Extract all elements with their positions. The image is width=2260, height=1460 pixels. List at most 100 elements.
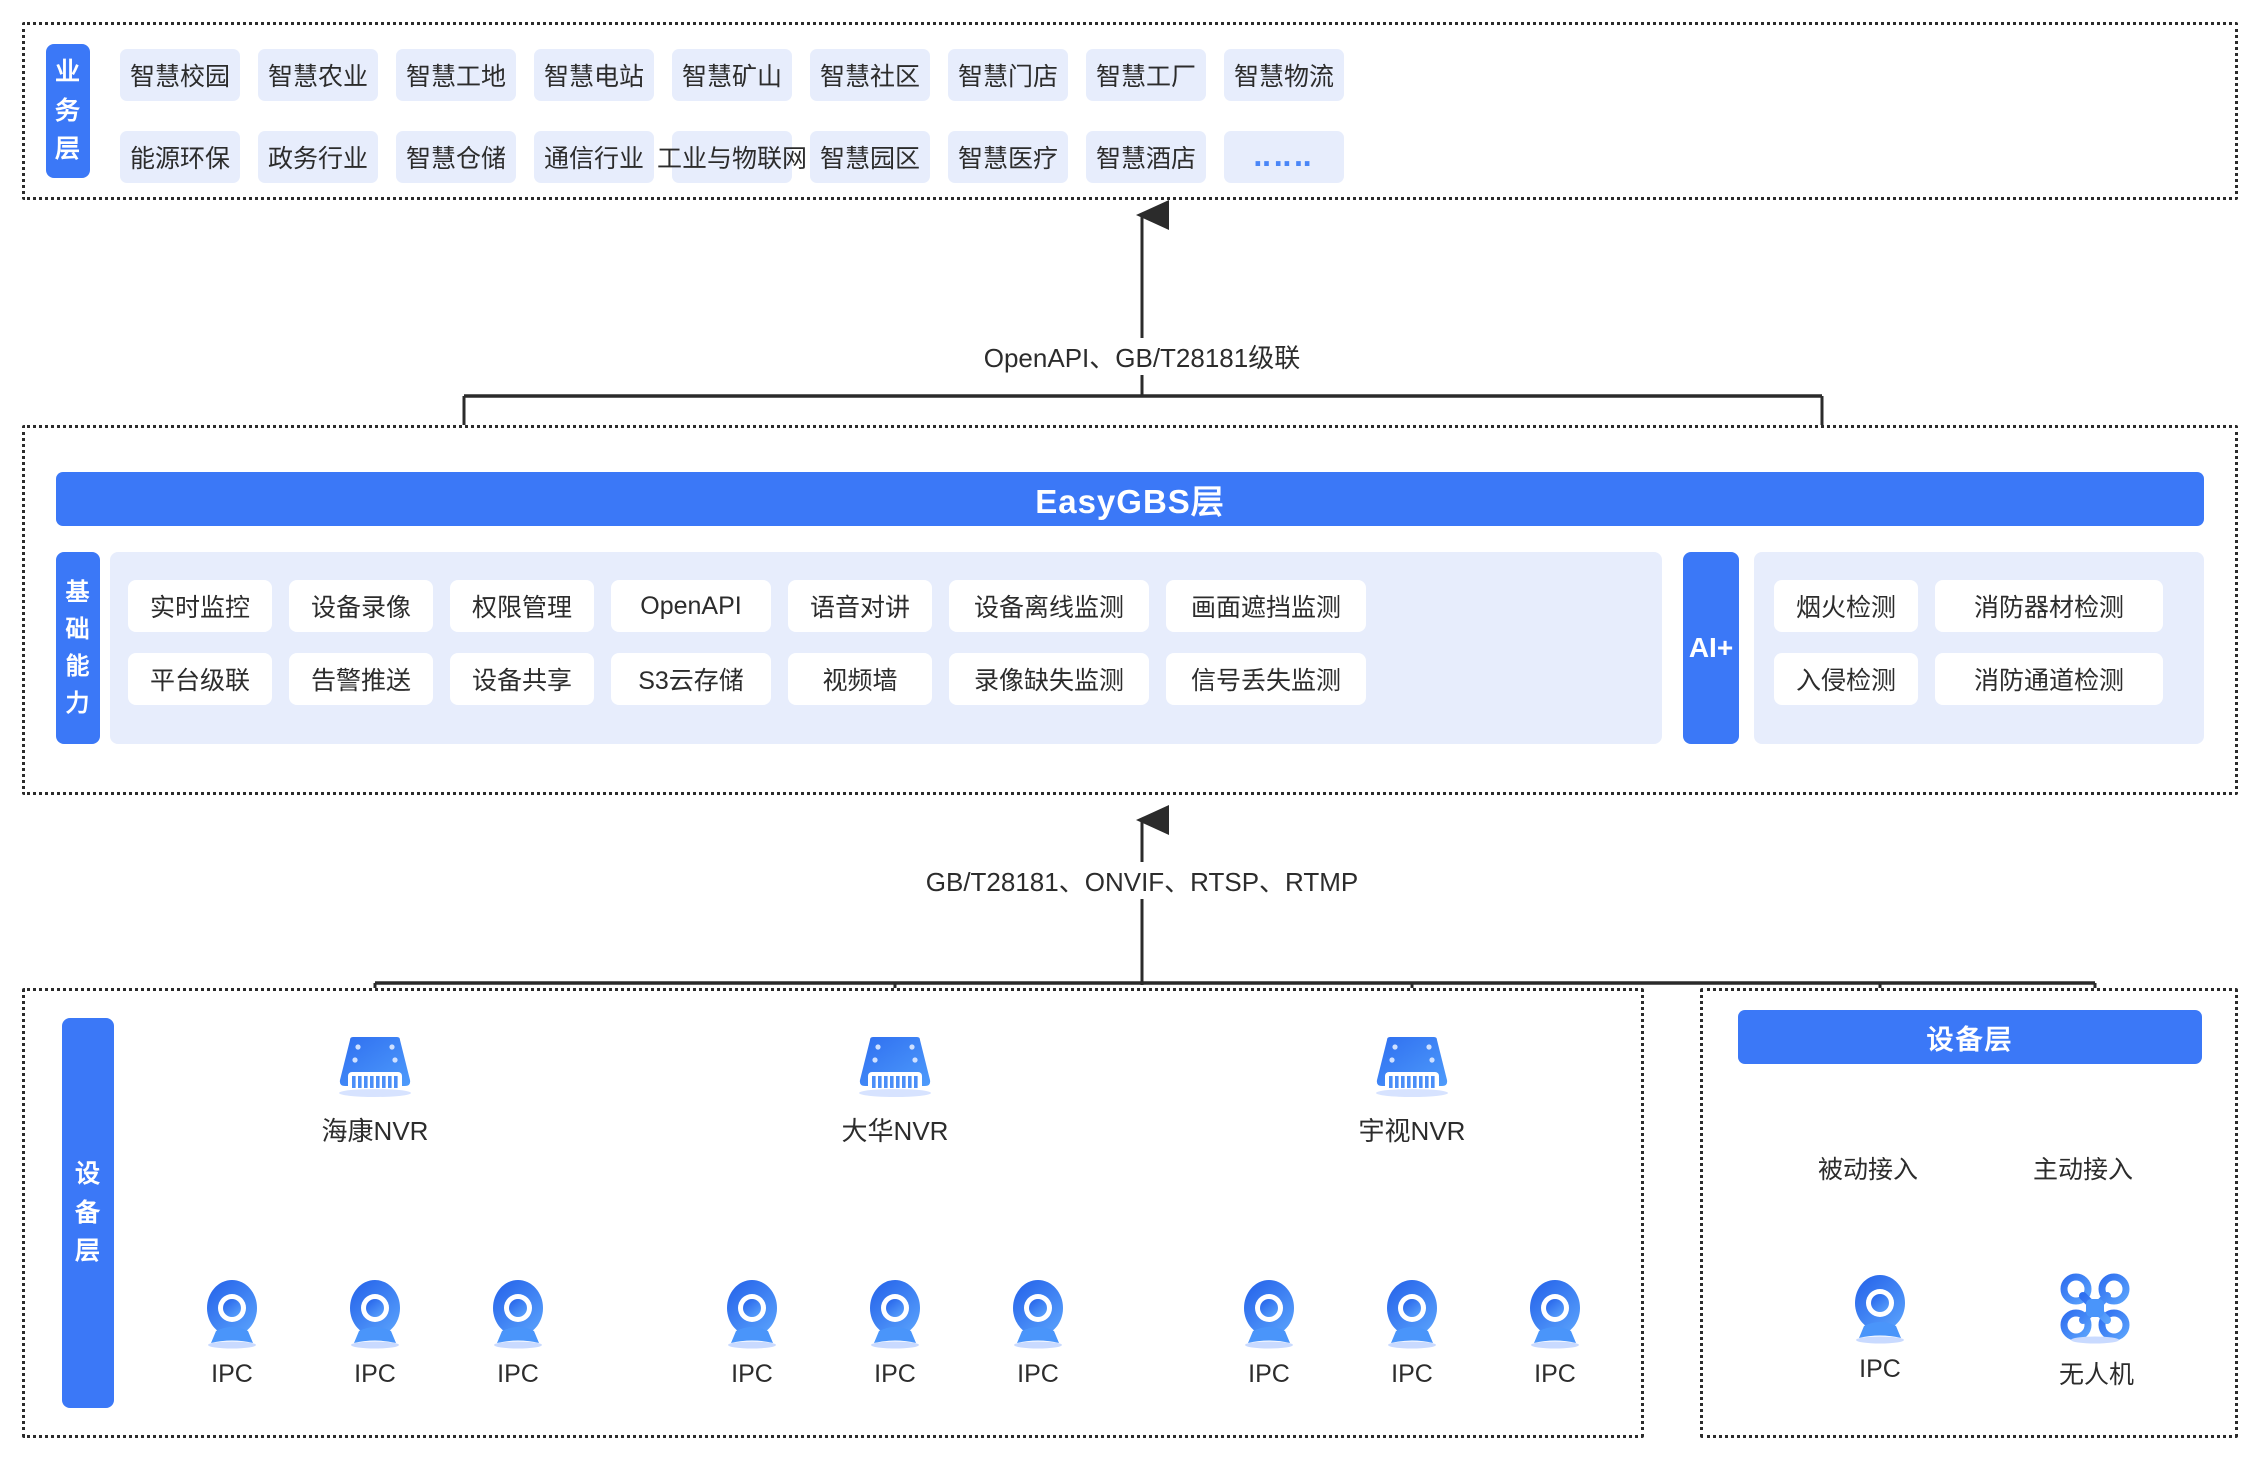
ai-plus-label: AI+ — [1688, 632, 1734, 663]
nvr-node[interactable]: 大华NVR — [835, 1036, 955, 1148]
platform-capability-label: 基 础 能 力 — [56, 552, 100, 744]
capability-tile[interactable]: 信号丢失监测 — [1166, 653, 1366, 705]
business-tile[interactable]: 智慧医疗 — [948, 131, 1068, 183]
device-layer-label-char: 层 — [74, 1237, 101, 1266]
ipc-label: IPC — [731, 1360, 773, 1388]
passive-access-label: 被动接入 — [1808, 1150, 1929, 1186]
ipc-node[interactable]: IPC — [482, 1277, 554, 1389]
ai-capability-tile[interactable]: 消防器材检测 — [1935, 580, 2163, 632]
business-tile[interactable]: 智慧门店 — [948, 49, 1068, 101]
capability-tile[interactable]: 设备共享 — [450, 653, 594, 705]
business-layer-label: 业 务 层 — [46, 44, 90, 178]
business-layer-label-char-0: 业 — [54, 57, 81, 86]
ai-capability-tile-label: 消防通道检测 — [1973, 667, 2124, 695]
ipc-label: IPC — [1534, 1360, 1576, 1388]
business-tile-label: 智慧电站 — [543, 63, 644, 91]
business-tile-label: 智慧工厂 — [1095, 63, 1196, 91]
business-tile[interactable]: 智慧社区 — [810, 49, 930, 101]
capability-row-2: 平台级联 告警推送 设备共享 S3云存储 视频墙 录像缺失监测 信号丢失监测 — [128, 653, 1366, 705]
capability-tile[interactable]: 实时监控 — [128, 580, 272, 632]
capability-tile[interactable]: 设备离线监测 — [949, 580, 1149, 632]
ipc-node[interactable]: IPC — [859, 1277, 931, 1389]
platform-label-char: 础 — [65, 615, 91, 643]
business-tile-label: 智慧仓储 — [405, 145, 506, 173]
camera-icon — [1387, 1280, 1437, 1349]
capability-tile-label: S3云存储 — [638, 667, 744, 695]
capability-tile[interactable]: S3云存储 — [611, 653, 771, 705]
ipc-node-passive[interactable]: IPC — [1844, 1272, 1916, 1384]
capability-tile[interactable]: 语音对讲 — [788, 580, 932, 632]
ipc-node[interactable]: IPC — [1376, 1277, 1448, 1389]
business-tile-label: 通信行业 — [543, 145, 644, 173]
business-tile[interactable]: 能源环保 — [120, 131, 240, 183]
active-access-label: 主动接入 — [2023, 1150, 2144, 1186]
business-tile-label: 工业与物联网 — [657, 145, 808, 173]
capability-tile[interactable]: 视频墙 — [788, 653, 932, 705]
business-tile-label: 智慧工地 — [405, 63, 506, 91]
camera-icon — [493, 1280, 543, 1349]
business-tile-label: ‥‥‥ — [1253, 141, 1315, 172]
ipc-node[interactable]: IPC — [1233, 1277, 1305, 1389]
capability-tile[interactable]: 权限管理 — [450, 580, 594, 632]
business-tile[interactable]: 智慧校园 — [120, 49, 240, 101]
business-tile-label: 政务行业 — [267, 145, 368, 173]
business-tile[interactable]: 智慧农业 — [258, 49, 378, 101]
business-tile[interactable]: 政务行业 — [258, 131, 378, 183]
ipc-label: IPC — [211, 1360, 253, 1388]
ipc-node[interactable]: IPC — [716, 1277, 788, 1389]
camera-icon — [1855, 1275, 1905, 1344]
ipc-node[interactable]: IPC — [339, 1277, 411, 1389]
capability-tile-label: 画面遮挡监测 — [1190, 594, 1341, 622]
business-tile[interactable]: 智慧矿山 — [672, 49, 792, 101]
platform-label-char: 力 — [65, 690, 91, 718]
business-tile[interactable]: 智慧园区 — [810, 131, 930, 183]
capability-tile[interactable]: 画面遮挡监测 — [1166, 580, 1366, 632]
capability-tile[interactable]: 录像缺失监测 — [949, 653, 1149, 705]
business-tile-label: 智慧酒店 — [1095, 145, 1196, 173]
ipc-node[interactable]: IPC — [196, 1277, 268, 1389]
ai-capability-grid: 烟火检测 消防器材检测 入侵检测 消防通道检测 — [1774, 580, 2163, 705]
nvr-label: 大华NVR — [841, 1116, 949, 1146]
device-layer-label: 设 备 层 — [62, 1018, 114, 1408]
business-platform-connector-label: OpenAPI、GB/T28181级联 — [940, 338, 1344, 375]
easygbs-layer-title-bar: EasyGBS层 — [56, 472, 2204, 526]
business-tile[interactable]: 智慧仓储 — [396, 131, 516, 183]
capability-grid: 实时监控 设备录像 权限管理 OpenAPI 语音对讲 设备离线监测 画面遮挡监… — [128, 580, 1366, 705]
business-tile[interactable]: 智慧工厂 — [1086, 49, 1206, 101]
business-tile[interactable]: 智慧酒店 — [1086, 131, 1206, 183]
business-tile-label: 智慧医疗 — [957, 145, 1058, 173]
ai-capability-tile[interactable]: 消防通道检测 — [1935, 653, 2163, 705]
nvr-node[interactable]: 宇视NVR — [1352, 1036, 1472, 1148]
capability-row-1: 实时监控 设备录像 权限管理 OpenAPI 语音对讲 设备离线监测 画面遮挡监… — [128, 580, 1366, 632]
business-tile-ellipsis[interactable]: ‥‥‥ — [1224, 131, 1344, 183]
capability-tile-label: 设备录像 — [310, 594, 411, 622]
ipc-label: IPC — [1391, 1360, 1433, 1388]
capability-tile[interactable]: 平台级联 — [128, 653, 272, 705]
nvr-node[interactable]: 海康NVR — [315, 1036, 435, 1148]
capability-tile-label: 语音对讲 — [809, 594, 910, 622]
ai-capability-tile[interactable]: 烟火检测 — [1774, 580, 1918, 632]
ai-capability-tile-label: 入侵检测 — [1795, 667, 1896, 695]
capability-tile-label: 实时监控 — [149, 594, 250, 622]
camera-icon — [1013, 1280, 1063, 1349]
capability-tile-label: OpenAPI — [640, 591, 742, 620]
ipc-node[interactable]: IPC — [1002, 1277, 1074, 1389]
capability-tile[interactable]: 告警推送 — [289, 653, 433, 705]
nvr-label: 海康NVR — [321, 1116, 429, 1146]
ai-plus-badge: AI+ — [1683, 552, 1739, 744]
capability-tile-label: 平台级联 — [149, 667, 250, 695]
business-tile[interactable]: 智慧物流 — [1224, 49, 1344, 101]
drone-node[interactable]: 无人机 — [2059, 1272, 2134, 1391]
capability-tile[interactable]: OpenAPI — [611, 580, 771, 632]
ai-capability-tile[interactable]: 入侵检测 — [1774, 653, 1918, 705]
ipc-label: IPC — [497, 1360, 539, 1388]
business-tile-label: 智慧校园 — [129, 63, 230, 91]
business-tile[interactable]: 通信行业 — [534, 131, 654, 183]
business-tile[interactable]: 智慧电站 — [534, 49, 654, 101]
business-tile[interactable]: 智慧工地 — [396, 49, 516, 101]
business-row-1: 智慧校园 智慧农业 智慧工地 智慧电站 智慧矿山 智慧社区 智慧门店 智慧工厂 … — [120, 49, 1344, 101]
business-tile[interactable]: 工业与物联网 — [657, 131, 807, 183]
capability-tile-label: 权限管理 — [471, 594, 572, 622]
ipc-node[interactable]: IPC — [1519, 1277, 1591, 1389]
capability-tile[interactable]: 设备录像 — [289, 580, 433, 632]
